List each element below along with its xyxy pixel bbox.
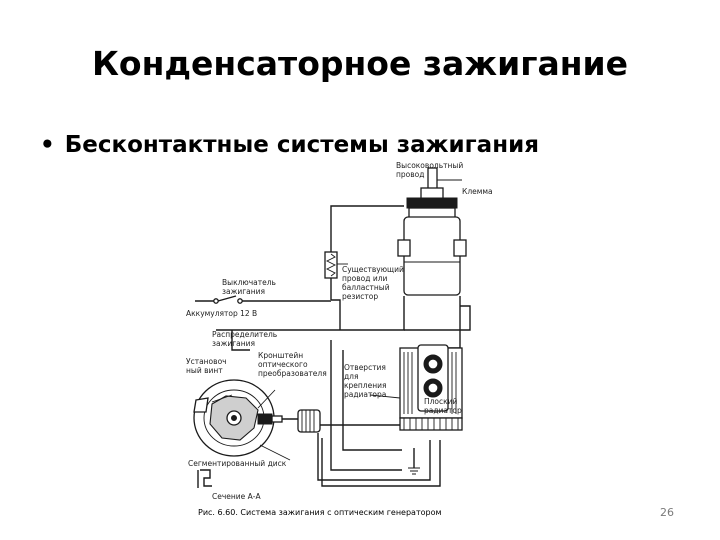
label-terminal: Клемма: [462, 187, 493, 196]
ballast-resistor: [324, 251, 338, 279]
label-holes: Отверстия: [344, 363, 386, 372]
label-bracket: Кронштейн: [258, 351, 303, 360]
label-existing-wire-3: балластный: [342, 283, 390, 292]
optical-generator-module: [399, 344, 463, 431]
ignition-coil: [397, 167, 467, 296]
label-bracket-2: оптического: [258, 360, 308, 369]
label-hv-wire: Высоковольтный: [396, 161, 463, 170]
leader-lines: [211, 179, 462, 461]
label-screw-2: ный винт: [186, 366, 223, 375]
label-radiator-2: радиатор: [424, 406, 462, 415]
label-battery: Аккумулятор 12 В: [186, 309, 257, 318]
bullet-dot-icon: •: [40, 132, 55, 158]
label-existing-wire-2: провод или: [342, 274, 387, 283]
label-radiator: Плоский: [424, 397, 458, 406]
label-holes-3: крепления: [344, 381, 387, 390]
label-existing-wire-4: резистор: [342, 292, 378, 301]
ignition-switch: [195, 295, 243, 304]
label-distributor-2: зажигания: [212, 339, 255, 348]
label-existing-wire: Существующий: [342, 265, 404, 274]
label-holes-2: для: [344, 372, 359, 381]
label-disc: Сегментированный диск: [188, 459, 287, 468]
section-a-a: [197, 469, 212, 488]
label-section: Сечение А-А: [212, 492, 262, 501]
diagram-labels: Высоковольтный провод Клемма Существующи…: [186, 161, 493, 501]
label-holes-4: радиатора: [344, 390, 386, 399]
label-bracket-3: преобразователя: [258, 369, 327, 378]
label-hv-wire-2: провод: [396, 170, 424, 179]
bullet-item: • Бесконтактные системы зажигания: [40, 132, 539, 158]
label-switch: Выключатель: [222, 278, 276, 287]
distributor: [193, 379, 321, 457]
label-distributor: Распределитель: [212, 330, 277, 339]
bullet-text: Бесконтактные системы зажигания: [64, 132, 539, 158]
figure-caption: Рис. 6.60. Система зажигания с оптически…: [198, 508, 442, 517]
slide-title: Конденсаторное зажигание: [91, 44, 629, 83]
wiring: [216, 205, 471, 487]
page-number: 26: [660, 506, 674, 519]
label-screw: Установоч: [186, 357, 227, 366]
label-switch-2: зажигания: [222, 287, 265, 296]
